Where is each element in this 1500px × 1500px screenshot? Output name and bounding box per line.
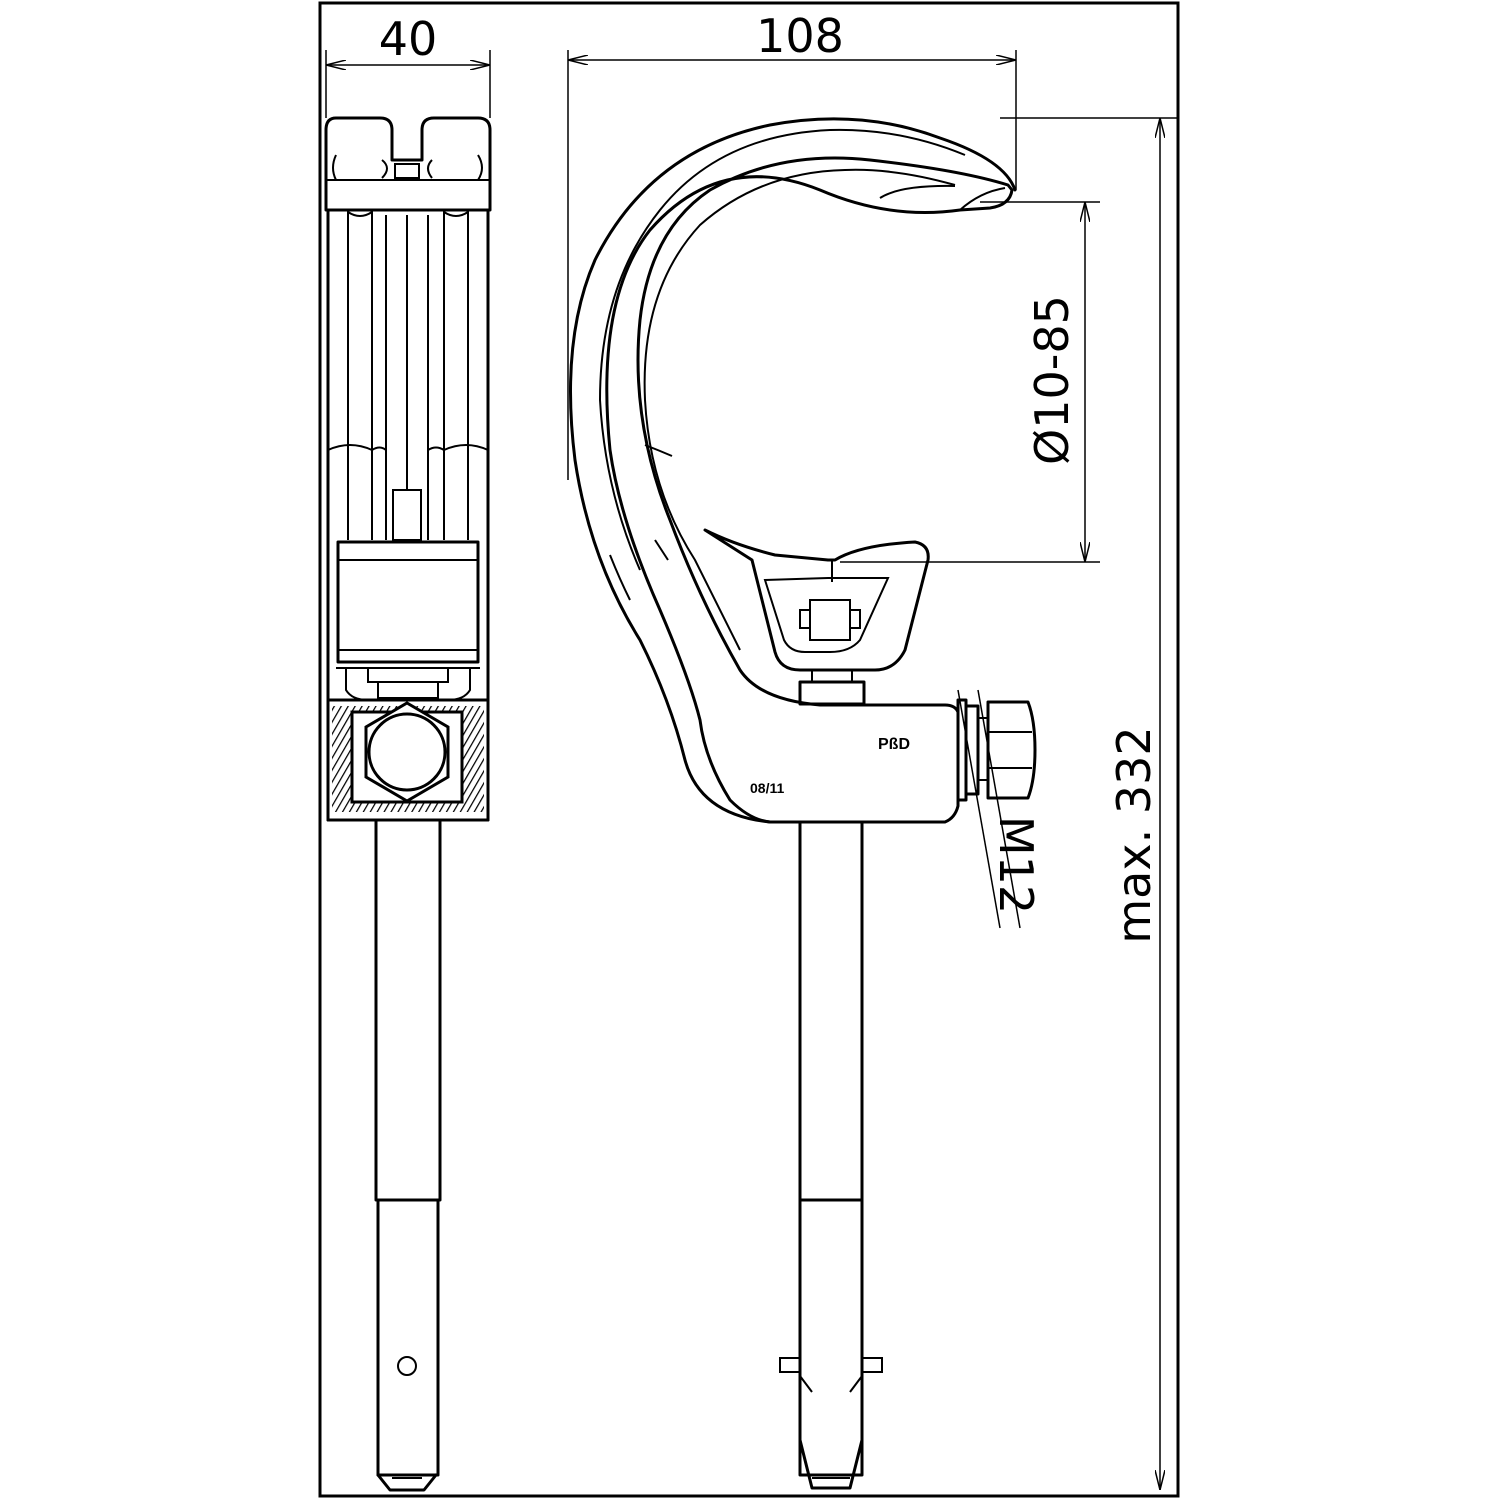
date-code-marking: 08/11 (750, 780, 784, 796)
side-view: PßD 08/11 (569, 117, 1037, 1490)
drawing-frame (318, 1, 1180, 1498)
cross-hole-icon (397, 1356, 417, 1376)
thread-label: M12 (989, 816, 1043, 914)
dimension-total-height: max. 332 (1000, 117, 1178, 1490)
hex-nut-icon (986, 700, 1037, 800)
front-view (324, 116, 492, 1492)
width-front-label: 40 (379, 12, 438, 66)
dimension-thread: M12 (957, 689, 1043, 929)
pin-icon (779, 1357, 801, 1373)
total-height-label: max. 332 (1107, 726, 1161, 943)
dimension-width-side: 108 (567, 9, 1017, 480)
dimension-diameter: Ø10-85 (840, 201, 1100, 563)
diameter-label: Ø10-85 (1025, 295, 1079, 465)
dimension-width-front: 40 (325, 12, 491, 118)
width-side-label: 108 (756, 9, 844, 63)
hex-nut-icon (350, 701, 464, 804)
manufacturer-marking: PßD (878, 736, 910, 753)
